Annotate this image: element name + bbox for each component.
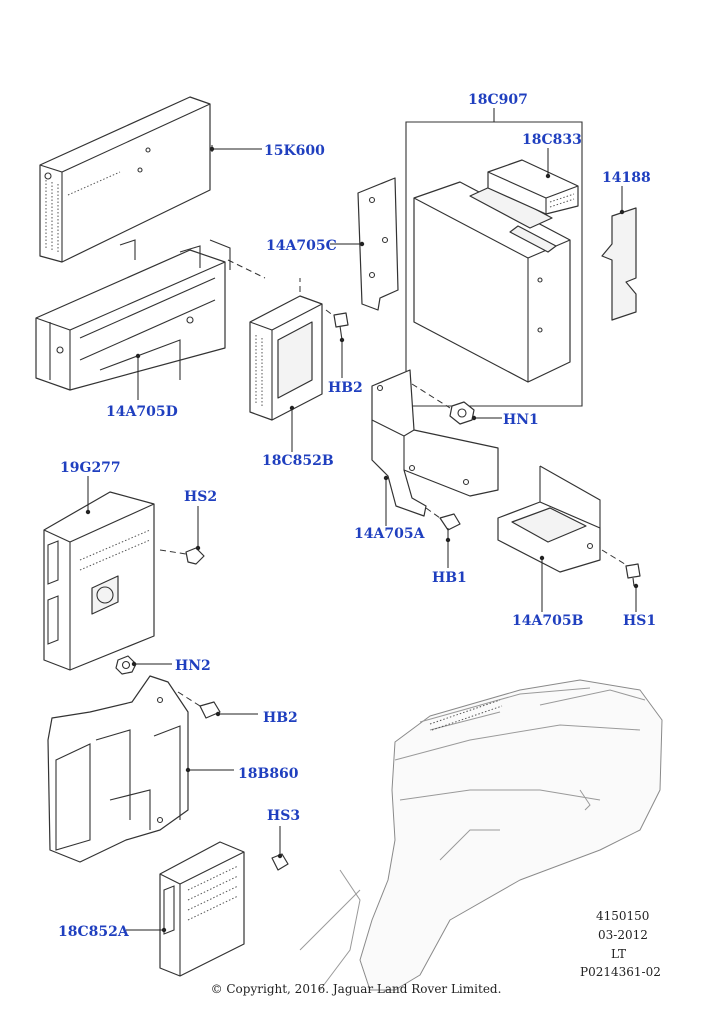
callout-18B860[interactable]: 18B860	[238, 766, 299, 782]
nut-HN1	[411, 383, 475, 425]
module-18C907	[413, 181, 571, 383]
callout-18C852B[interactable]: 18C852B	[262, 453, 334, 469]
module-19G277	[43, 491, 155, 671]
copyright-notice: © Copyright, 2016. Jaguar Land Rover Lim…	[210, 982, 502, 996]
callout-HB2-mid[interactable]: HB2	[263, 710, 298, 726]
callout-HN1[interactable]: HN1	[503, 412, 539, 428]
bracket-14A705B	[497, 465, 629, 573]
vehicle-body-outline	[299, 679, 663, 991]
bracket-14A705C	[357, 177, 399, 311]
callout-19G277[interactable]: 19G277	[60, 460, 121, 476]
plate-14188	[601, 207, 637, 321]
callout-15K600[interactable]: 15K600	[264, 143, 325, 159]
callout-18C907[interactable]: 18C907	[468, 92, 528, 108]
reference-number: 4150150	[596, 909, 650, 923]
callout-14188[interactable]: 14188	[602, 170, 651, 186]
group-box-18C907	[405, 108, 583, 407]
callout-HN2[interactable]: HN2	[175, 658, 211, 674]
callout-18C852A[interactable]: 18C852A	[58, 924, 129, 940]
screw-HS1	[625, 563, 641, 587]
callout-HS3[interactable]: HS3	[267, 808, 301, 824]
callout-HB2-top[interactable]: HB2	[328, 380, 363, 396]
callout-HB1[interactable]: HB1	[432, 570, 467, 586]
reference-market: LT	[611, 947, 626, 961]
bolt-HB1	[425, 507, 461, 540]
reference-part-code: P0214361-02	[580, 965, 661, 979]
bracket-18B860	[47, 675, 189, 863]
bracket-14A705A	[371, 369, 499, 517]
reference-date: 03-2012	[598, 928, 648, 942]
callout-14A705A[interactable]: 14A705A	[354, 526, 425, 542]
callout-HS2[interactable]: HS2	[184, 489, 218, 505]
callout-14A705B[interactable]: 14A705B	[512, 613, 584, 629]
module-15K600	[39, 96, 213, 263]
bracket-14A705D	[35, 239, 266, 391]
module-18C852B	[249, 278, 323, 421]
callout-HS1[interactable]: HS1	[623, 613, 657, 629]
callout-14A705D[interactable]: 14A705D	[106, 404, 178, 420]
bolt-HB2-top	[325, 309, 349, 341]
bolt-HB2-mid	[177, 691, 221, 719]
callout-18C833[interactable]: 18C833	[522, 132, 582, 148]
nut-HN2	[115, 655, 137, 675]
callout-14A705C[interactable]: 14A705C	[266, 238, 337, 254]
screw-HS2	[159, 547, 205, 565]
module-18C852A	[159, 841, 245, 977]
module-18C833	[487, 159, 579, 215]
